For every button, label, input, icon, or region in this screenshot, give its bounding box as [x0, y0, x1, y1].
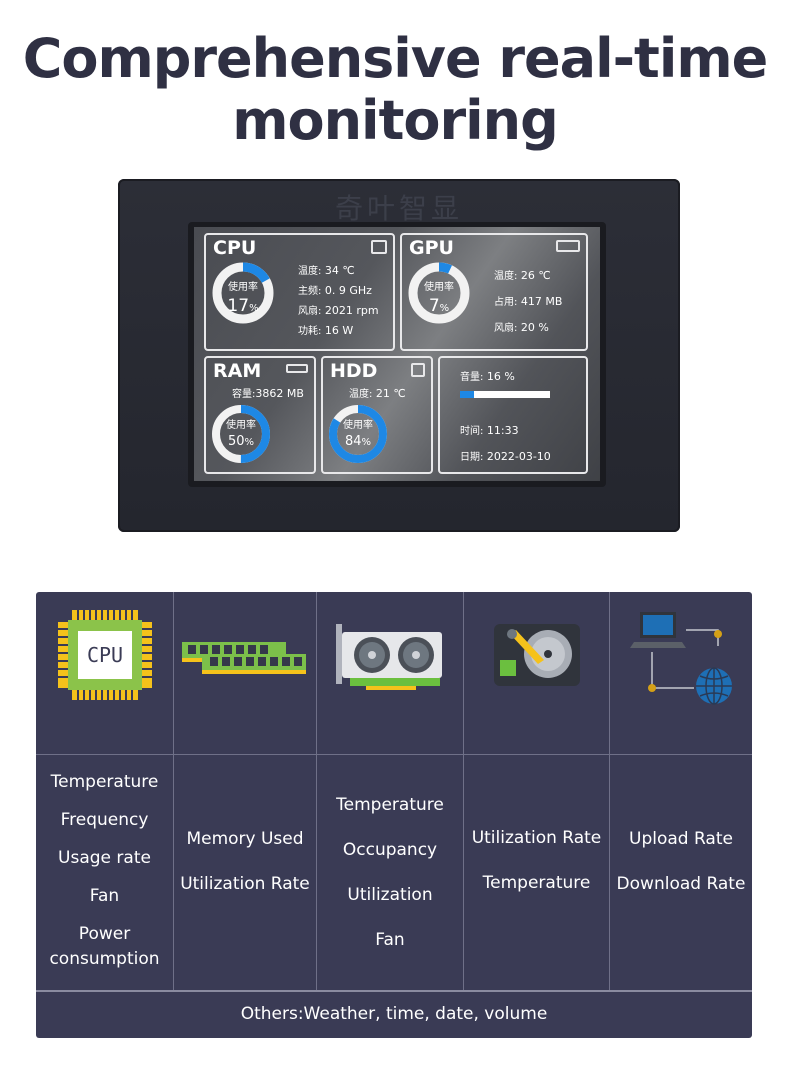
features-table: CPU	[36, 592, 752, 1038]
column-divider	[463, 592, 464, 990]
list-item: Download Rate	[616, 874, 746, 894]
ram-ring-label: 使用率	[226, 420, 256, 431]
list-item: Power	[78, 924, 131, 944]
ram-usage-ring	[212, 405, 270, 463]
list-item: Fan	[89, 886, 120, 906]
ram-capacity: 容量:3862 MB	[232, 387, 304, 400]
gpu-panel: GPU 使用率 7% 温度: 26 ℃ 占用: 417 MB 风扇: 20 %	[400, 233, 588, 351]
date-readout: 日期: 2022-03-10	[460, 450, 551, 463]
list-item: Fan	[375, 930, 405, 950]
cpu-chip-icon: CPU	[58, 610, 152, 704]
hdd-panel-title: HDD	[330, 360, 378, 382]
volume-readout: 音量: 16 %	[460, 370, 515, 383]
hdd-usage-value: 84%	[344, 434, 372, 449]
device-screen: CPU 使用率 17% 温度: 34 ℃ 主频: 0. 9 GHz 风扇: 20…	[194, 227, 600, 481]
gpu-ring-label: 使用率	[424, 282, 454, 293]
cpu-icon	[371, 240, 387, 254]
list-item: Usage rate	[58, 848, 151, 868]
gpu-features-list: Temperature Occupancy Utilization Fan	[317, 754, 463, 990]
volume-bar	[460, 391, 550, 398]
list-item: Temperature	[50, 772, 159, 792]
ram-panel-title: RAM	[213, 360, 262, 382]
list-item: Upload Rate	[629, 829, 733, 849]
hdd-icon	[411, 363, 425, 377]
list-item: Temperature	[336, 795, 444, 815]
column-divider	[316, 592, 317, 990]
network-icon	[630, 612, 740, 712]
ram-panel: RAM 容量:3862 MB 使用率 50%	[204, 356, 316, 474]
hard-drive-icon	[494, 624, 580, 690]
cpu-features-list: Temperature Frequency Usage rate Fan Pow…	[36, 754, 173, 990]
gpu-usage-value: 7%	[428, 296, 450, 316]
ram-features-list: Memory Used Utilization Rate	[174, 754, 316, 990]
row-divider	[36, 754, 752, 755]
column-divider	[173, 592, 174, 990]
headline-line-2: monitoring	[232, 89, 558, 152]
cpu-stat-fan: 风扇: 2021 rpm	[298, 304, 379, 317]
cpu-panel-title: CPU	[213, 237, 257, 259]
list-item: Utilization Rate	[180, 874, 310, 894]
others-footer: Others:Weather, time, date, volume	[240, 1004, 548, 1024]
hdd-ring-label: 使用率	[343, 420, 373, 431]
cpu-panel: CPU 使用率 17% 温度: 34 ℃ 主频: 0. 9 GHz 风扇: 20…	[204, 233, 395, 351]
network-features-list: Upload Rate Download Rate	[610, 754, 752, 990]
cpu-stat-frequency: 主频: 0. 9 GHz	[298, 284, 372, 297]
hdd-usage-ring	[329, 405, 387, 463]
hdd-features-list: Utilization Rate Temperature	[464, 754, 609, 990]
gpu-icon	[556, 240, 580, 252]
monitor-device: 奇叶智显 CPU 使用率 17% 温度: 34 ℃ 主频: 0. 9 GHz 风…	[118, 179, 680, 532]
page-headline: Comprehensive real-time monitoring	[0, 28, 790, 152]
ram-icon	[286, 364, 308, 373]
cpu-stat-power: 功耗: 16 W	[298, 324, 354, 337]
cpu-ring-label: 使用率	[228, 282, 258, 293]
volume-bar-fill	[460, 391, 475, 398]
footer-divider	[36, 990, 752, 992]
list-item: Temperature	[482, 873, 591, 893]
list-item: Memory Used	[186, 829, 304, 849]
svg-text:CPU: CPU	[87, 643, 123, 667]
list-item: consumption	[49, 949, 160, 969]
hdd-temp: 温度: 21 ℃	[349, 387, 406, 400]
list-item: Utilization	[347, 885, 433, 905]
gpu-stat-temp: 温度: 26 ℃	[494, 269, 551, 282]
list-item: Frequency	[60, 810, 149, 830]
misc-panel: 音量: 16 % 时间: 11:33 日期: 2022-03-10	[438, 356, 588, 474]
gpu-stat-memory: 占用: 417 MB	[494, 295, 563, 308]
cpu-usage-ring	[212, 262, 274, 324]
list-item: Utilization Rate	[471, 828, 602, 848]
headline-line-1: Comprehensive real-time	[22, 27, 769, 90]
gpu-panel-title: GPU	[409, 237, 454, 259]
ram-usage-value: 50%	[227, 434, 255, 449]
gpu-usage-ring	[408, 262, 470, 324]
cpu-stat-temp: 温度: 34 ℃	[298, 264, 355, 277]
device-brand-label: 奇叶智显	[334, 192, 463, 225]
cpu-usage-value: 17%	[227, 296, 259, 316]
graphics-card-icon	[336, 624, 446, 698]
gpu-stat-fan: 风扇: 20 %	[494, 321, 549, 334]
column-divider	[609, 592, 610, 990]
time-readout: 时间: 11:33	[460, 424, 519, 437]
ram-module-icon	[182, 640, 306, 690]
hdd-panel: HDD 温度: 21 ℃ 使用率 84%	[321, 356, 433, 474]
list-item: Occupancy	[342, 840, 438, 860]
